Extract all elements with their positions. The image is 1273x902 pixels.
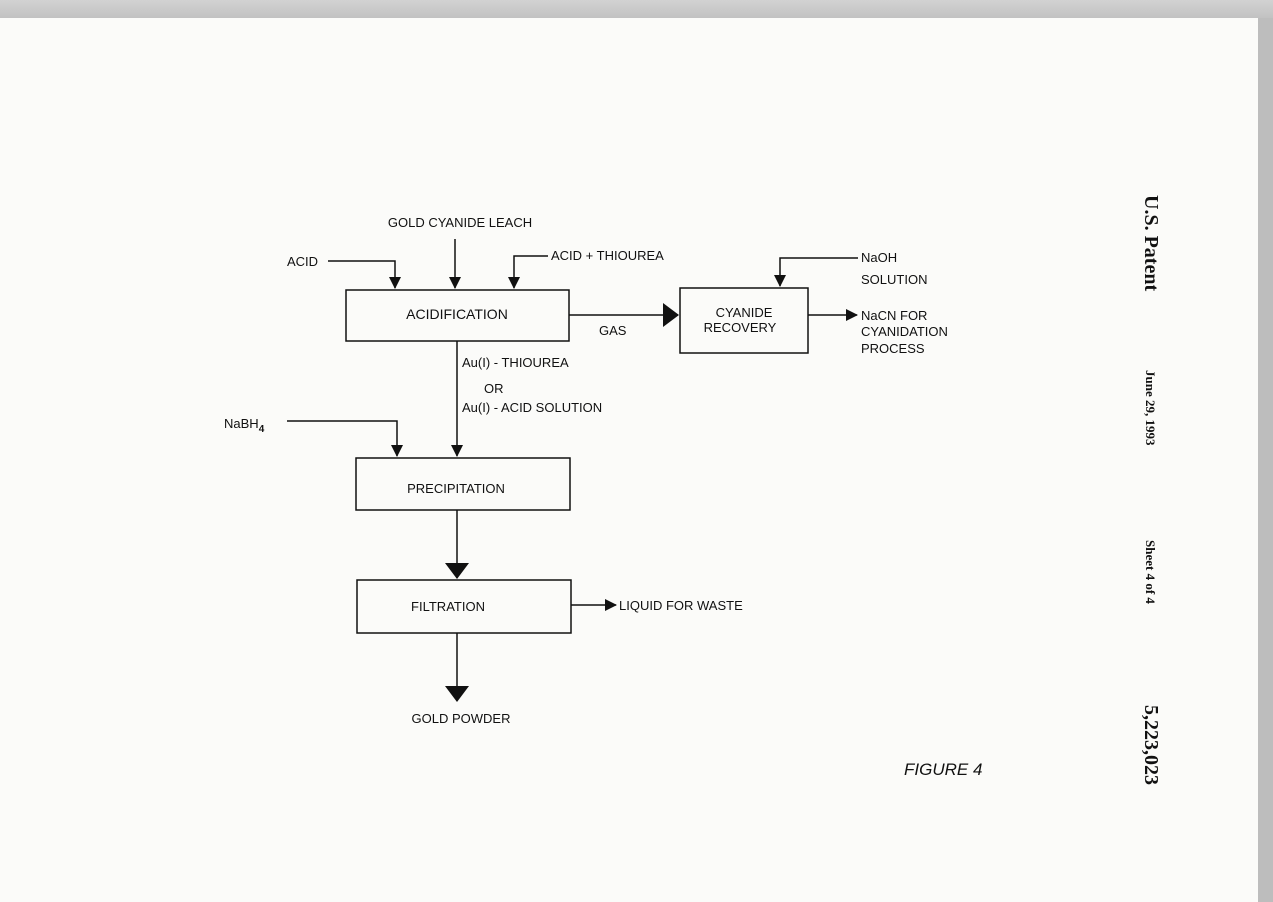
gas-label: GAS — [599, 323, 627, 338]
sheet-number: Sheet 4 of 4 — [1143, 540, 1158, 604]
cyanide-recovery-label-2: RECOVERY — [704, 320, 777, 335]
patent-label: U.S. Patent — [1140, 195, 1162, 291]
au-acid-label: Au(I) - ACID SOLUTION — [462, 400, 602, 415]
precipitation-label: PRECIPITATION — [407, 481, 505, 496]
acidification-label: ACIDIFICATION — [406, 306, 508, 322]
acid-thiourea-label: ACID + THIOUREA — [551, 248, 664, 263]
naoh-label-2: SOLUTION — [861, 272, 927, 287]
patent-number: 5,223,023 — [1140, 705, 1162, 785]
nacn-label-2: CYANIDATION — [861, 324, 948, 339]
nabh4-label: NaBH4 — [224, 416, 265, 435]
au-thiourea-label: Au(I) - THIOUREA — [462, 355, 569, 370]
acid-thiourea-arrow — [514, 256, 548, 288]
acid-arrow — [328, 261, 395, 288]
gold-cyanide-leach-label: GOLD CYANIDE LEACH — [388, 215, 532, 230]
or-label: OR — [484, 381, 504, 396]
patent-date: June 29, 1993 — [1143, 370, 1158, 446]
naoh-arrow — [780, 258, 858, 286]
liquid-waste-label: LIQUID FOR WASTE — [619, 598, 743, 613]
naoh-label-1: NaOH — [861, 250, 897, 265]
nacn-label-1: NaCN FOR — [861, 308, 927, 323]
nacn-label-3: PROCESS — [861, 341, 925, 356]
acid-label: ACID — [287, 254, 318, 269]
filtration-label: FILTRATION — [411, 599, 485, 614]
nabh4-base: NaBH — [224, 416, 259, 431]
nabh4-arrow — [287, 421, 397, 456]
cyanide-recovery-label-1: CYANIDE — [716, 305, 773, 320]
figure-label: FIGURE 4 — [904, 760, 982, 779]
gold-powder-label: GOLD POWDER — [412, 711, 511, 726]
nabh4-subscript: 4 — [259, 424, 265, 435]
